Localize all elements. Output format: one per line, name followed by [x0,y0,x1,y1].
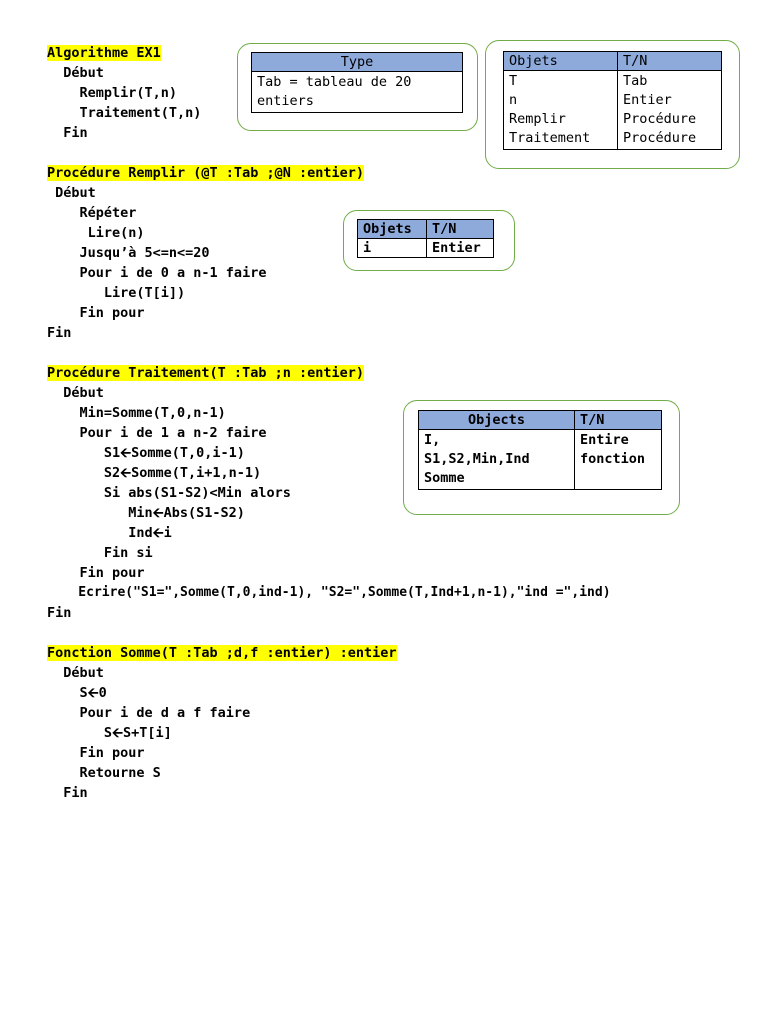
algorithm-line: Début [47,65,104,81]
tn-header: T/N [426,219,494,239]
traitement-line: Fin pour [47,565,145,581]
objects-table-remplir: Objets T/N i Entier [357,219,494,258]
algorithm-line: Fin [47,125,88,141]
remplir-line: Jusqu’à 5<=n<=20 [47,245,210,261]
remplir-title: Procédure Remplir (@T :Tab ;@N :entier) [47,165,364,181]
tn-header: T/N [574,410,662,430]
tn-header: T/N [617,51,722,71]
objects-types: Entier [426,238,494,258]
algorithm-line: Traitement(T,n) [47,105,202,121]
somme-title: Fonction Somme(T :Tab ;d,f :entier) :ent… [47,645,397,661]
remplir-line: Début [47,185,96,201]
traitement-line: Fin [47,605,72,621]
objects-header: Objets [357,219,427,239]
remplir-line: Lire(T[i]) [47,285,186,301]
algorithm-title: Algorithme EX1 [47,45,161,61]
traitement-line: Fin si [47,545,153,561]
objects-names: i [357,238,427,258]
remplir-line: Lire(n) [47,225,145,241]
objects-header: Objects [418,410,575,430]
traitement-line: S1🡨Somme(T,0,i-1) [47,445,245,461]
somme-line: Fin pour [47,745,145,761]
traitement-line: Début [47,385,104,401]
traitement-line: Ind🡨i [47,525,172,541]
traitement-line: Ecrire("S1=",Somme(T,0,ind-1), "S2=",Som… [47,585,611,600]
type-table-header: Type [251,52,463,72]
traitement-line: Min🡨Abs(S1-S2) [47,505,245,521]
traitement-line: Pour i de 1 a n-2 faire [47,425,267,441]
somme-line: Fin [47,785,88,801]
somme-line: Début [47,665,104,681]
remplir-line: Fin [47,325,72,341]
traitement-line: Si abs(S1-S2)<Min alors [47,485,291,501]
traitement-title: Procédure Traitement(T :Tab ;n :entier) [47,365,364,381]
remplir-line: Fin pour [47,305,145,321]
remplir-line: Pour i de 0 a n-1 faire [47,265,267,281]
somme-line: Pour i de d a f faire [47,705,251,721]
somme-line: Retourne S [47,765,161,781]
somme-line: S🡨S+T[i] [47,725,172,741]
objects-header: Objets [503,51,618,71]
traitement-line: Min=Somme(T,0,n-1) [47,405,226,421]
somme-line: S🡨0 [47,685,107,701]
remplir-line: Répéter [47,205,137,221]
algorithm-line: Remplir(T,n) [47,85,178,101]
traitement-line: S2🡨Somme(T,i+1,n-1) [47,465,262,481]
